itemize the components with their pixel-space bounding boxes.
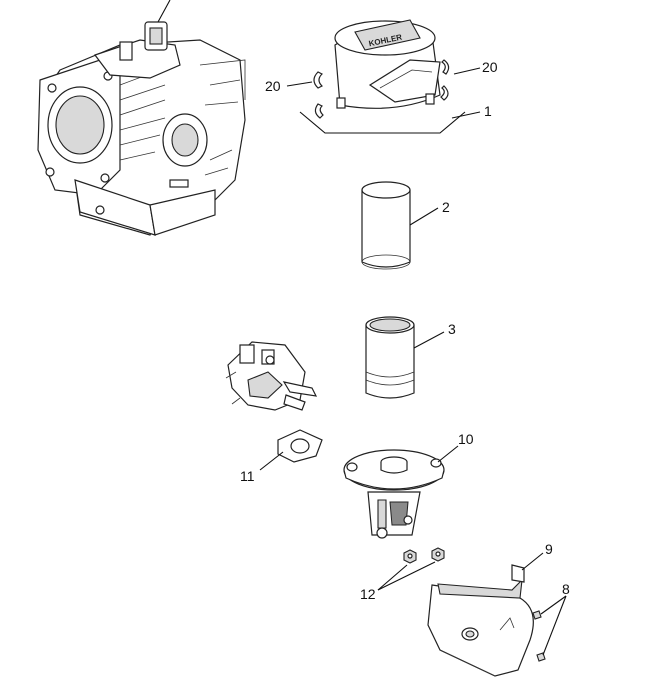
callout-8: 8 (562, 581, 570, 597)
pre-cleaner-sleeve (361, 181, 439, 270)
air-cleaner-base (343, 445, 459, 539)
callout-20-right: 20 (482, 59, 498, 75)
shroud-cover (427, 552, 544, 677)
retaining-clips-left (286, 71, 324, 119)
callout-2: 2 (442, 199, 450, 215)
callout-1: 1 (484, 103, 492, 119)
callout-10: 10 (458, 431, 474, 447)
callout-12: 12 (360, 586, 376, 602)
air-cleaner-cover: KOHLER (299, 19, 466, 134)
nuts (377, 547, 445, 591)
callout-11: 11 (240, 468, 255, 484)
retaining-clips-right (440, 59, 481, 101)
callout-3: 3 (448, 321, 456, 337)
callout-20-left: 20 (265, 78, 281, 94)
leader-1 (451, 111, 481, 119)
callout-9: 9 (545, 541, 553, 557)
carburetor (225, 341, 318, 411)
engine-block (37, 0, 246, 236)
carburetor-gasket (259, 429, 323, 471)
air-filter-element (365, 316, 445, 399)
screws (532, 595, 567, 662)
